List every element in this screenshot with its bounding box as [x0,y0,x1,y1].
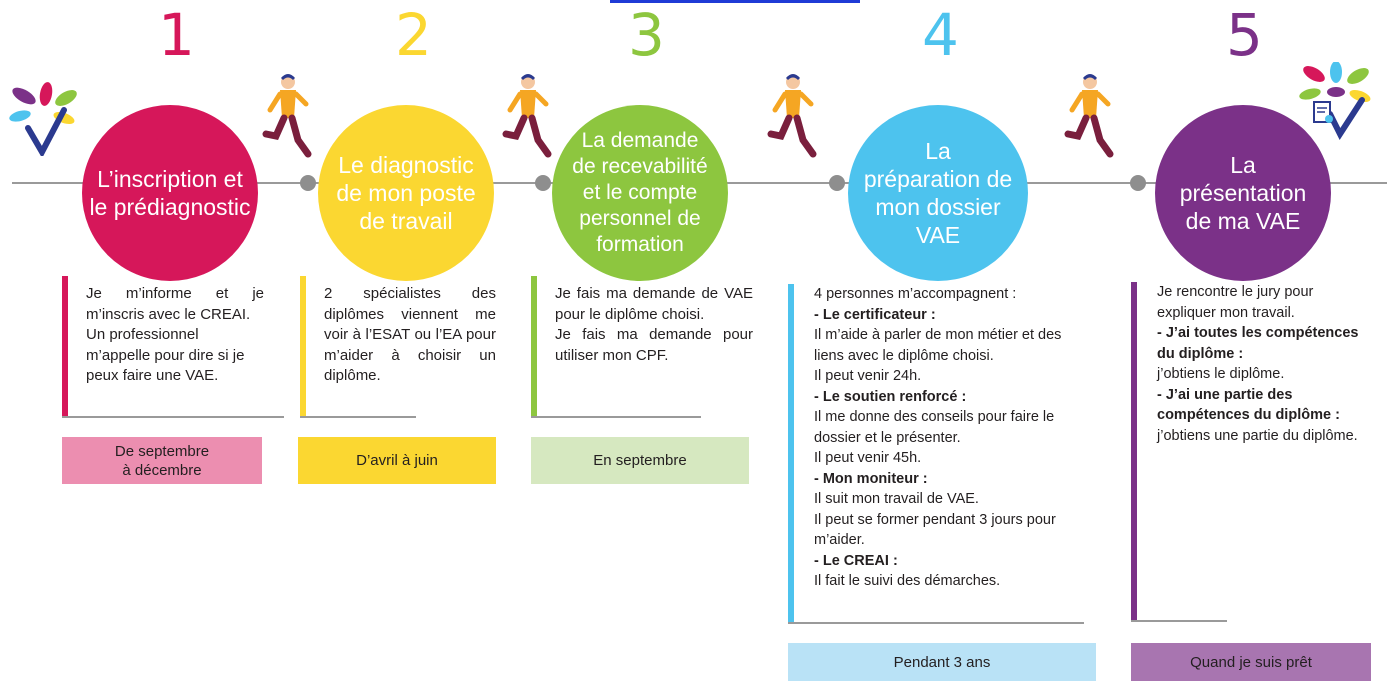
step-4-line: Il me donne des conseils pour faire le d… [814,409,1055,446]
step-3-underline [531,416,701,418]
step-5-bar [1131,282,1137,622]
step-3-period: En septembre [531,437,749,484]
step-4-circle: La préparation de mon dossier VAE [848,105,1028,281]
timeline-dot [535,175,551,191]
timeline-dot [300,175,316,191]
step-3-bar [531,276,537,418]
running-person-icon [1064,74,1114,158]
certificate-icon [1313,101,1333,123]
step-4-line: - Le soutien renforcé : [814,388,967,405]
step-4-line: Il peut venir 45h. [814,450,922,466]
step-5-line: Je rencontre le jury pour expliquer mon … [1157,284,1314,321]
step-5-line: j’obtiens une partie du diplôme. [1157,427,1358,444]
step-1-number: 1 [158,1,195,69]
step-1-bar [62,276,68,418]
step-4-line: Il peut venir 24h. [814,368,922,384]
step-3-number: 3 [628,1,665,69]
step-5-underline [1131,620,1227,622]
leaves-checkmark-icon [1299,62,1371,141]
step-2-number: 2 [395,1,432,69]
step-2-underline [300,416,416,418]
step-5-line: - J’ai toutes les compétences du diplôme… [1157,325,1359,362]
step-3-circle: La demande de recevabilité et le compte … [552,105,728,281]
step-4-number: 4 [922,1,959,69]
step-5-number: 5 [1226,1,1263,69]
leaves-checkmark-icon [9,82,77,156]
top-link-bar [610,0,860,3]
step-2-description: 2 spécialistes des diplômes viennent me … [300,276,518,418]
step-3-line: Je fais ma demande pour utiliser mon CPF… [555,326,753,364]
running-person-icon [262,74,312,158]
step-3-line: Je fais ma demande de VAE pour le diplôm… [555,285,753,323]
step-3-description: Je fais ma demande de VAE pour le diplôm… [531,276,753,418]
step-2-circle: Le diagnostic de mon poste de travail [318,105,494,281]
step-4-underline [788,622,1084,624]
step-1-description: Je m’informe et je m’inscris avec le CRE… [62,276,284,418]
step-4-line: 4 personnes m’accompagnent : [814,286,1017,302]
step-4-line: Il fait le suivi des démarches. [814,573,1001,589]
step-1-period: De septembre à décembre [62,437,262,484]
step-4-line: - Le CREAI : [814,552,898,569]
running-person-icon [502,74,552,158]
step-5-description: Je rencontre le jury pour expliquer mon … [1131,282,1371,622]
running-person-icon [767,74,817,158]
step-1-circle: L’inscription et le prédiagnostic [82,105,258,281]
step-4-line: Il suit mon travail de VAE. [814,491,979,507]
step-2-line: 2 spécialistes des diplômes viennent me … [324,285,496,384]
step-2-bar [300,276,306,418]
step-5-line: - J’ai une partie des compétences du dip… [1157,386,1340,424]
step-4-bar [788,284,794,624]
step-1-underline [62,416,284,418]
step-5-line: j’obtiens le diplôme. [1157,366,1285,382]
step-5-circle: La présentation de ma VAE [1155,105,1331,281]
step-4-description: 4 personnes m’accompagnent : - Le certif… [788,284,1096,624]
step-1-line: Un professionnel m’appelle pour dire si … [86,326,245,384]
timeline-dot [1130,175,1146,191]
step-4-line: - Le certificateur : [814,306,936,323]
step-4-period: Pendant 3 ans [788,643,1096,681]
step-5-period: Quand je suis prêt [1131,643,1371,681]
step-4-line: Il peut se former pendant 3 jours pour m… [814,511,1056,549]
step-1-line: Je m’informe et je m’inscris avec le CRE… [86,285,264,323]
step-4-line: Il m’aide à parler de mon métier et des … [814,327,1062,364]
step-2-period: D’avril à juin [298,437,496,484]
step-4-line: - Mon moniteur : [814,470,928,487]
timeline-dot [829,175,845,191]
